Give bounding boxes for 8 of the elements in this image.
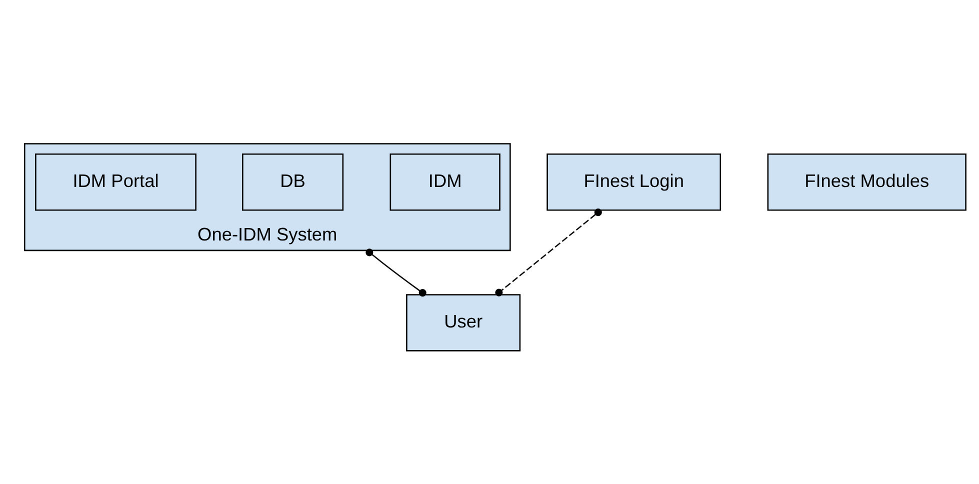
node-box: DB (242, 153, 344, 211)
node-box: User (406, 294, 520, 352)
node-box: IDM (389, 153, 500, 211)
node-box: FInest Login (546, 153, 721, 211)
connector (494, 208, 602, 296)
node-box: FInest Modules (766, 153, 966, 211)
node-box: IDM Portal (34, 153, 196, 211)
connector (365, 248, 426, 297)
